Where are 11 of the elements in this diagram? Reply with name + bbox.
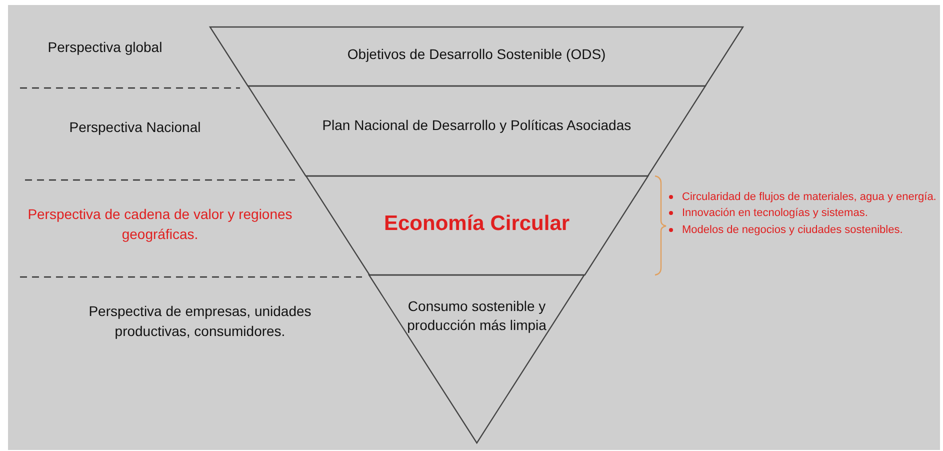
perspective-label: Perspectiva de empresas, unidades productivas, consumidores. (88, 302, 312, 341)
band-label: Plan Nacional de Desarrollo y Políticas Asociadas (321, 116, 632, 135)
perspective-label: Perspectiva de cadena de valor y regiones geográficas. (26, 205, 294, 244)
bullet-text: Circularidad de flujos de materiales, agua y energía. (682, 191, 936, 203)
band-label: Objetivos de Desarrollo Sostenible (ODS) (346, 45, 607, 64)
band-label: Economía Circular (383, 211, 571, 237)
band-label: Consumo sostenible y producción más limpia (406, 297, 548, 335)
bullet-text: Modelos de negocios y ciudades sostenibles. (682, 224, 903, 236)
perspective-label: Perspectiva global (46, 38, 164, 57)
bullet-text: Innovación en tecnologías y sistemas. (682, 207, 868, 220)
perspective-label: Perspectiva Nacional (68, 118, 202, 137)
